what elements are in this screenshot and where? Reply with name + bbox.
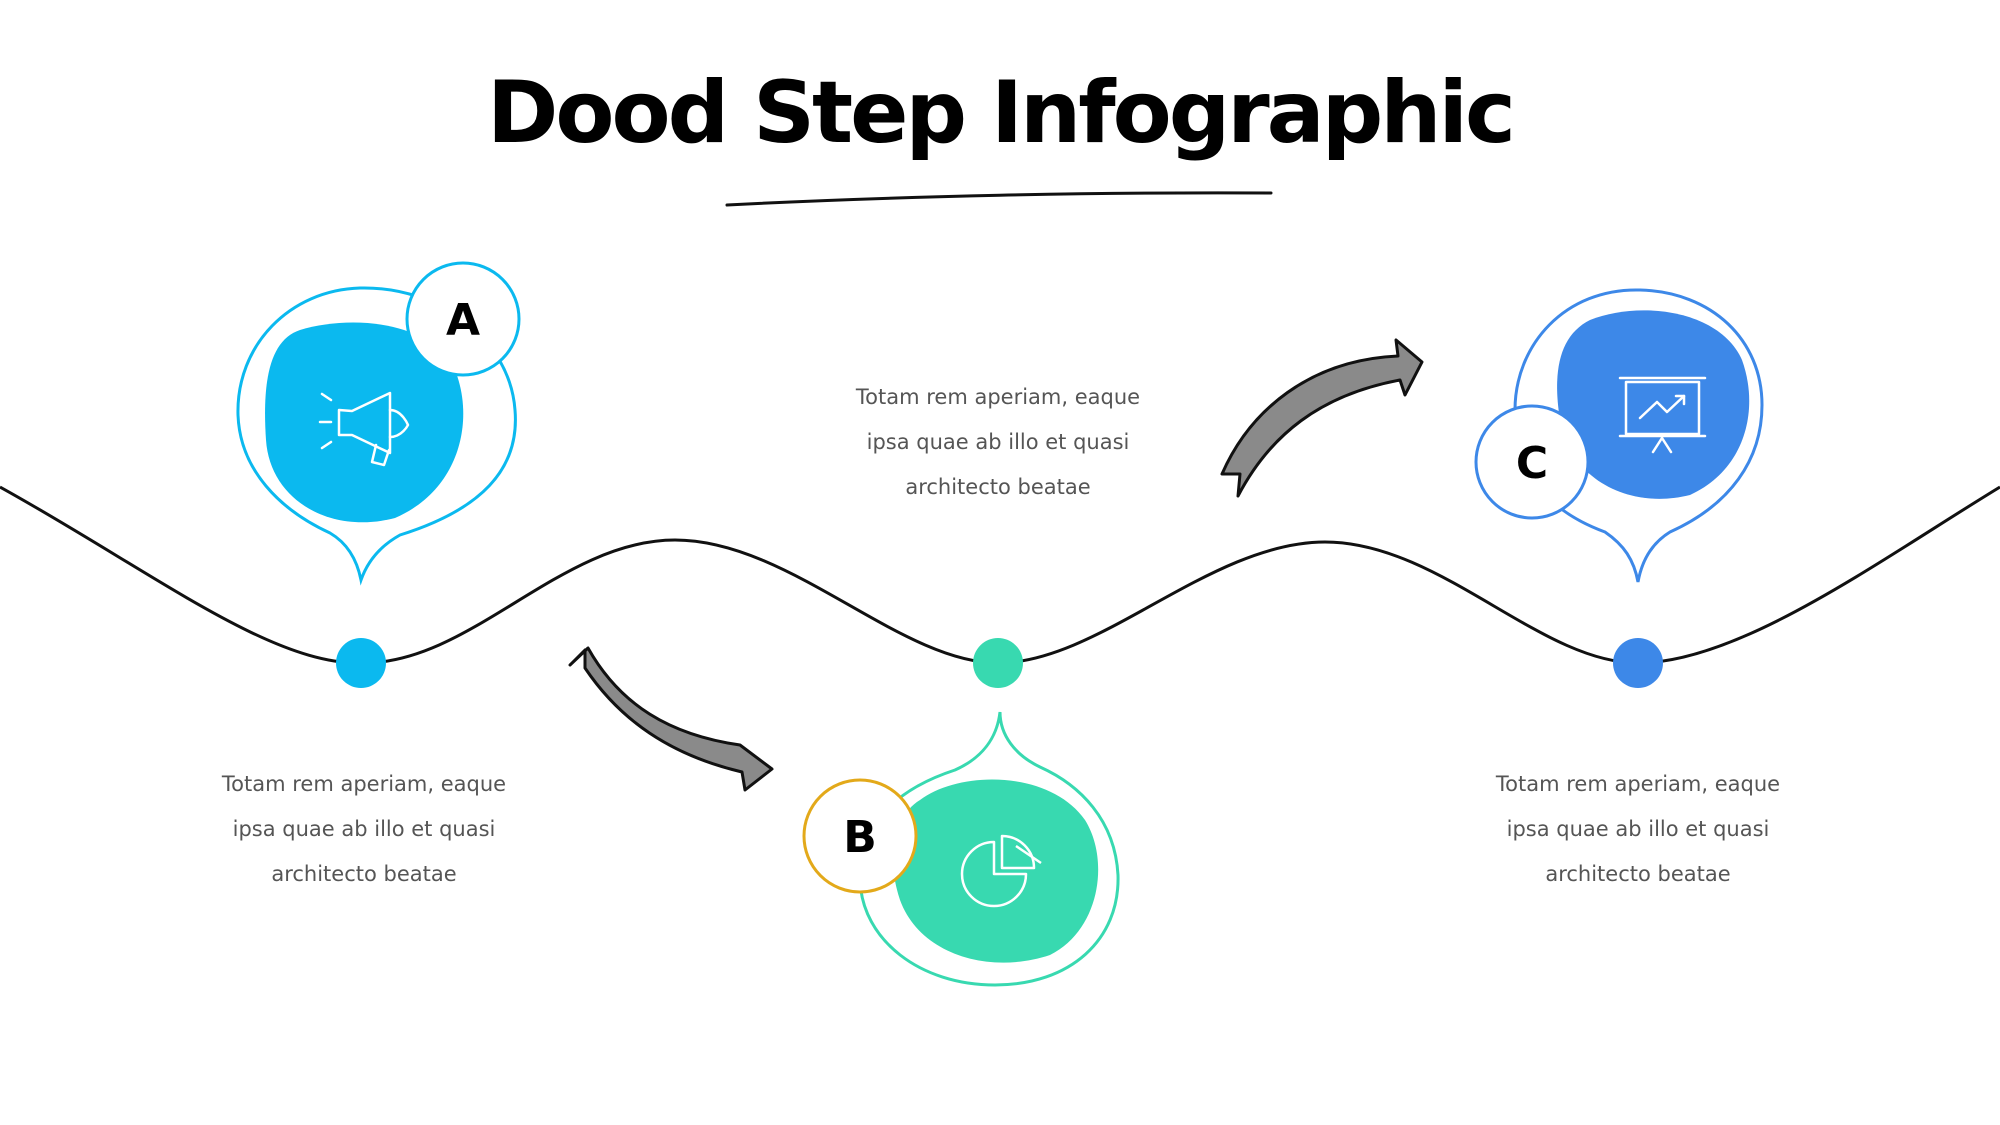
step-a-description: Totam rem aperiam, eaque ipsa quae ab il… bbox=[194, 762, 534, 897]
step-a-text-line: architecto beatae bbox=[271, 862, 457, 886]
timeline-dot-c bbox=[1613, 638, 1663, 688]
step-b-blob bbox=[892, 779, 1099, 963]
step-a-badge bbox=[405, 261, 521, 377]
step-b-letter: B bbox=[843, 812, 877, 863]
page-title: Dood Step Infographic bbox=[487, 63, 1516, 163]
megaphone-icon bbox=[318, 391, 410, 467]
step-b-marker: B bbox=[802, 711, 1120, 987]
step-a-text-line: Totam rem aperiam, eaque bbox=[221, 772, 507, 796]
step-a-blob bbox=[265, 322, 464, 523]
step-c-badge bbox=[1474, 404, 1590, 520]
step-c-text-line: architecto beatae bbox=[1545, 862, 1731, 886]
timeline-dot-a bbox=[336, 638, 386, 688]
step-b-text-line: Totam rem aperiam, eaque bbox=[855, 385, 1141, 409]
arrow-b-to-c bbox=[1220, 338, 1424, 498]
step-a-letter: A bbox=[446, 295, 480, 346]
step-c-text-line: ipsa quae ab illo et quasi bbox=[1506, 817, 1770, 841]
timeline-dot-b bbox=[973, 638, 1023, 688]
step-c-marker: C bbox=[1474, 288, 1764, 583]
step-c-description: Totam rem aperiam, eaque ipsa quae ab il… bbox=[1468, 762, 1808, 897]
step-b-text-line: ipsa quae ab illo et quasi bbox=[866, 430, 1130, 454]
arrow-a-to-b-body bbox=[568, 646, 774, 792]
presentation-chart-icon bbox=[1618, 376, 1707, 454]
step-b-description: Totam rem aperiam, eaque ipsa quae ab il… bbox=[828, 375, 1168, 510]
step-a-marker: A bbox=[236, 261, 521, 586]
step-c-letter: C bbox=[1516, 438, 1548, 489]
step-b-text-line: architecto beatae bbox=[905, 475, 1091, 499]
pie-chart-icon bbox=[960, 834, 1042, 908]
step-c-text-line: Totam rem aperiam, eaque bbox=[1495, 772, 1781, 796]
step-b-badge bbox=[802, 778, 918, 894]
title-underline bbox=[725, 191, 1273, 207]
step-a-text-line: ipsa quae ab illo et quasi bbox=[232, 817, 496, 841]
